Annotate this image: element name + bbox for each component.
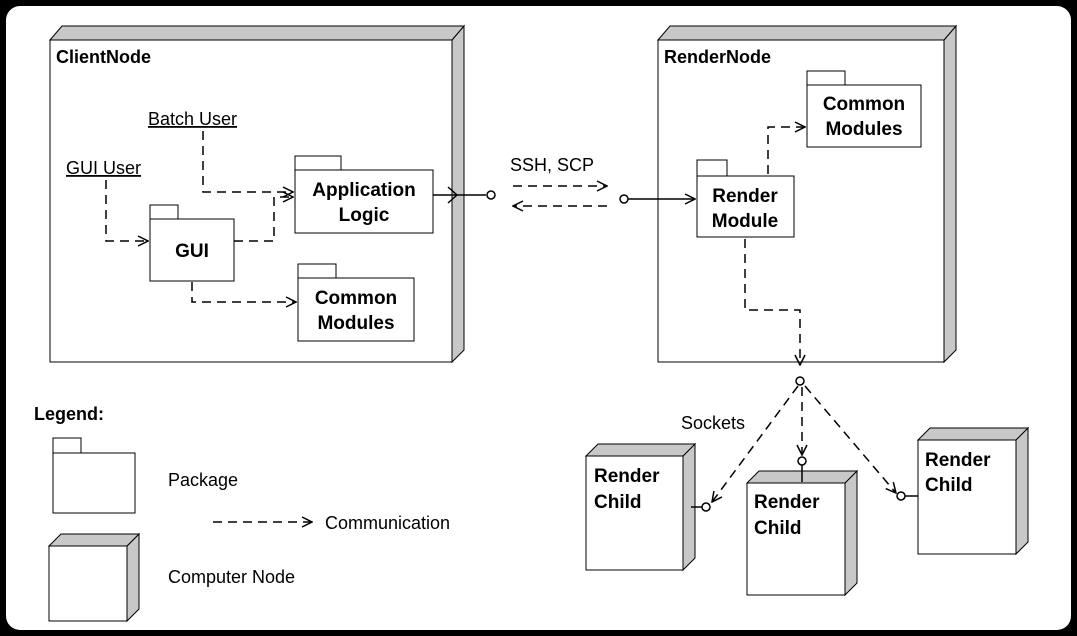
socket-to-child1-arrow	[712, 385, 799, 502]
legend-computer-node-symbol	[47, 532, 141, 623]
legend-package-symbol	[52, 437, 136, 514]
legend-computer-node-label: Computer Node	[168, 567, 295, 587]
render-node-title: RenderNode	[664, 47, 771, 67]
sockets-label: Sockets	[681, 413, 745, 433]
render-child-3: Render Child	[896, 426, 1030, 556]
ssh-connection: SSH, SCP	[433, 155, 695, 206]
socket-to-child3-arrow	[804, 385, 896, 493]
render-child-2: Render Child	[745, 456, 859, 597]
application-logic-line2: Logic	[339, 205, 390, 226]
client-communication-lines	[105, 127, 805, 365]
client-node-title: ClientNode	[56, 47, 151, 67]
app-logic-interface-socket	[486, 190, 496, 200]
gui-user-to-gui-arrow	[105, 180, 148, 241]
client-common-modules-package: Common Modules	[297, 263, 415, 342]
socket-lines	[712, 385, 896, 502]
render-child-2-line1: Render	[754, 492, 820, 513]
gui-to-app-logic-arrow	[234, 197, 293, 242]
sockets-hub	[795, 376, 805, 386]
application-logic-package: Application Logic	[294, 155, 434, 234]
gui-package: GUI	[149, 204, 235, 282]
render-common-modules-line1: Common	[823, 94, 905, 115]
batch-user-to-app-logic-arrow	[202, 131, 293, 192]
render-child-1-line2: Child	[594, 492, 642, 513]
render-child-3-line1: Render	[925, 450, 991, 471]
ssh-scp-label: SSH, SCP	[510, 155, 594, 175]
render-module-to-sockets-arrow	[744, 239, 800, 365]
render-module-to-common-modules-arrow	[767, 127, 805, 174]
render-common-modules-package: Common Modules	[806, 70, 922, 148]
render-module-interface-socket	[619, 194, 629, 204]
client-common-modules-line1: Common	[315, 288, 397, 309]
render-common-modules-line2: Modules	[825, 119, 902, 140]
gui-to-common-modules-arrow	[191, 282, 296, 302]
render-child-2-line2: Child	[754, 518, 802, 539]
legend-package-label: Package	[168, 470, 238, 490]
gui-user-label: GUI User	[66, 158, 141, 178]
legend-communication-label: Communication	[325, 513, 450, 533]
legend: Legend: Package Communication Computer N…	[34, 404, 450, 623]
gui-package-label: GUI	[175, 241, 209, 262]
application-logic-line1: Application	[312, 180, 415, 201]
render-module-package: Render Module	[696, 159, 795, 238]
render-child-3-line2: Child	[925, 475, 973, 496]
render-child-1-line1: Render	[594, 466, 660, 487]
legend-title: Legend:	[34, 404, 104, 424]
render-child-1: Render Child	[584, 442, 711, 572]
render-module-line2: Module	[712, 211, 779, 232]
batch-user-label: Batch User	[148, 109, 237, 129]
client-common-modules-line2: Modules	[317, 313, 394, 334]
render-module-line1: Render	[712, 186, 778, 207]
